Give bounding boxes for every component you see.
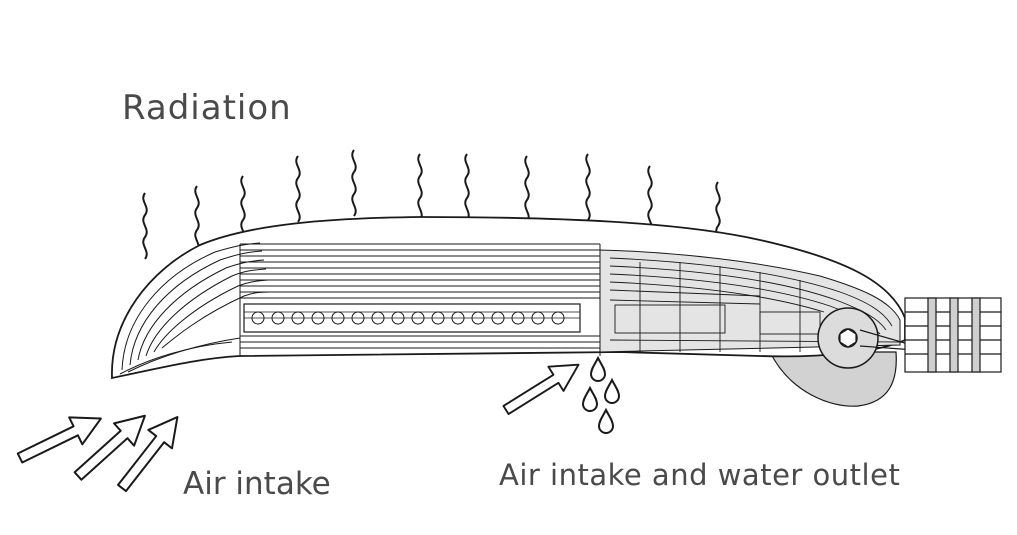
air-intake-label: Air intake bbox=[183, 466, 331, 502]
absorber-tubes bbox=[243, 303, 581, 333]
water-droplets bbox=[582, 357, 620, 434]
hollow-arrow-icon bbox=[497, 351, 588, 424]
end-block bbox=[904, 297, 1002, 373]
rear-mechanism bbox=[599, 249, 921, 369]
collector-body bbox=[111, 216, 1002, 407]
wavy-line-icon bbox=[524, 155, 530, 223]
wavy-line-icon bbox=[585, 153, 591, 221]
droplet-icon bbox=[582, 387, 598, 412]
wavy-line-icon bbox=[464, 153, 470, 221]
air-intake-water-outlet-label: Air intake and water outlet bbox=[499, 458, 901, 492]
droplet-icon bbox=[604, 379, 620, 404]
rotating-disk bbox=[769, 351, 897, 407]
wavy-line-icon bbox=[417, 153, 423, 221]
wavy-line-icon bbox=[142, 192, 148, 260]
wavy-line-icon bbox=[295, 155, 301, 223]
radiation-label: Radiation bbox=[122, 88, 292, 128]
air-intake-arrows bbox=[12, 403, 191, 499]
wavy-line-icon bbox=[647, 165, 653, 233]
droplet-icon bbox=[590, 357, 606, 382]
wavy-line-icon bbox=[194, 185, 200, 253]
wavy-line-icon bbox=[351, 149, 357, 217]
droplet-icon bbox=[598, 409, 614, 434]
